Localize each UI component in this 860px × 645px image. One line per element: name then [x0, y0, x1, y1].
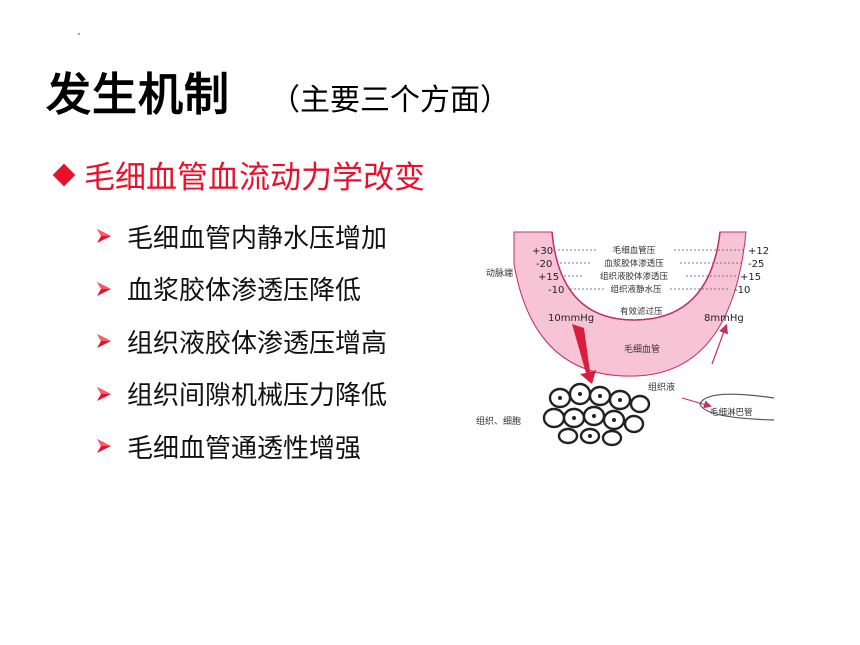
arterial-end-label: 动脉端	[486, 267, 513, 279]
section-heading: 毛细血管血流动力学改变	[52, 152, 425, 197]
cell	[623, 414, 645, 434]
row-right-value: -10	[734, 285, 750, 296]
tissue-cells-label: 组织、细胞	[476, 415, 521, 427]
pressure-row: -20 血浆胶体渗透压 -25	[536, 258, 764, 270]
list-item: 毛细血管通透性增强	[95, 420, 387, 473]
list-item-text: 组织液胶体渗透压增高	[127, 328, 388, 359]
lymphatic-vessel	[699, 393, 774, 421]
pressure-row: +15 组织液胶体渗透压 +15	[538, 271, 761, 283]
row-label: 血浆胶体渗透压	[604, 258, 664, 269]
capillary-inner-wall	[551, 231, 721, 321]
bullet-list: 毛细血管内静水压增加 血浆胶体渗透压降低 组织液胶体渗透压增高 组织间隙机械压力…	[95, 210, 387, 473]
arrow-bullet-icon	[97, 439, 111, 454]
arrow-bullet-icon	[97, 281, 111, 296]
arrow-bullet-icon	[97, 334, 111, 349]
cell	[542, 407, 566, 429]
list-item-text: 毛细血管通透性增强	[127, 433, 362, 464]
pressure-row: +30 毛细血管压 +12	[532, 245, 769, 257]
tissue-cells	[542, 382, 651, 447]
outflow-arrow-icon	[572, 324, 596, 384]
left-pressure-label: 10mmHg	[548, 313, 594, 324]
row-left-value: -10	[548, 285, 564, 296]
row-label: 组织液静水压	[610, 284, 662, 295]
inflow-arrow	[711, 323, 729, 365]
row-label: 组织液胶体渗透压	[600, 271, 669, 282]
capillary-label: 毛细血管	[624, 343, 660, 355]
list-item-text: 组织间隙机械压力降低	[127, 381, 388, 412]
cell	[601, 429, 623, 447]
decorative-dot	[78, 33, 80, 35]
list-item: 组织间隙机械压力降低	[95, 368, 387, 421]
pressure-row: -10 组织液静水压 -10	[548, 284, 750, 296]
filtration-label: 有效滤过压	[620, 306, 663, 317]
title-subtitle: （主要三个方面）	[270, 83, 511, 118]
title-main: 发生机制	[46, 68, 231, 121]
row-left-value: +30	[532, 246, 553, 257]
list-item-text: 血浆胶体渗透压降低	[127, 276, 362, 307]
lymphatic-label: 毛细淋巴管	[710, 407, 753, 418]
capillary-diagram: +30 毛细血管压 +12 -20 血浆胶体渗透压 -25 +15 组织液胶体渗…	[476, 231, 774, 447]
list-item: 组织液胶体渗透压增高	[95, 315, 387, 368]
lymph-flow-arrow	[681, 397, 712, 409]
list-item: 毛细血管内静水压增加	[95, 210, 387, 263]
row-left-value: -20	[536, 259, 552, 270]
arrow-bullet-icon	[97, 229, 111, 244]
row-label: 毛细血管压	[613, 245, 656, 256]
list-item: 血浆胶体渗透压降低	[95, 263, 387, 316]
arrow-bullet-icon	[97, 386, 111, 401]
row-left-value: +15	[538, 272, 559, 283]
slide-title: 发生机制 （主要三个方面）	[46, 58, 511, 121]
row-right-value: -25	[748, 259, 764, 270]
heading-text: 毛细血管血流动力学改变	[84, 160, 425, 196]
right-pressure-label: 8mmHg	[704, 313, 744, 324]
cell	[557, 427, 579, 445]
list-item-text: 毛细血管内静水压增加	[127, 223, 388, 254]
cell	[629, 394, 651, 414]
row-right-value: +15	[740, 272, 761, 283]
row-right-value: +12	[748, 246, 769, 257]
tissue-fluid-label: 组织液	[648, 381, 675, 393]
diamond-bullet-icon	[52, 163, 76, 186]
